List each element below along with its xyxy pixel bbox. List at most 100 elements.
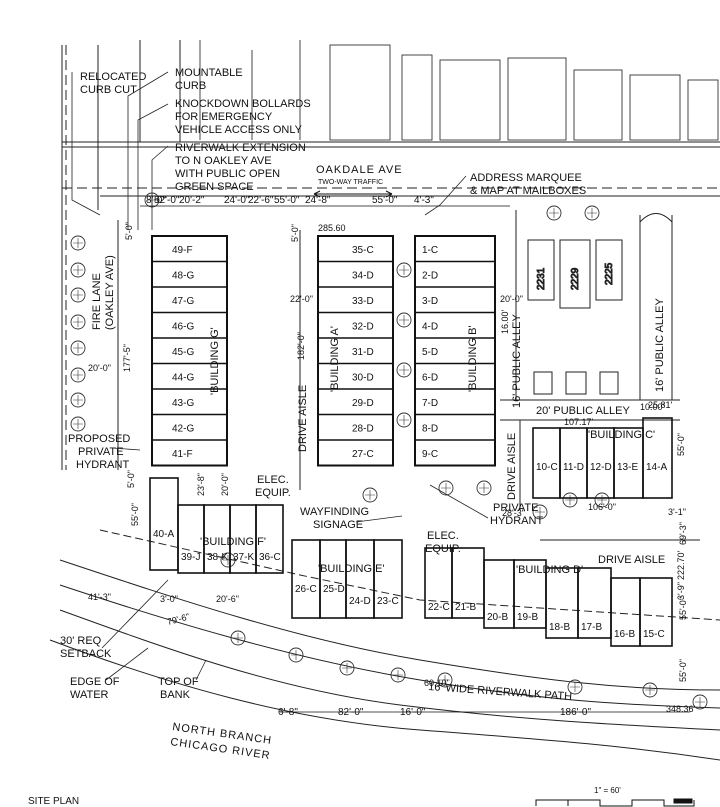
dimension-label: 20'-0" <box>500 294 523 304</box>
tree-icon <box>396 312 412 328</box>
building-c-name: 'BUILDING C' <box>588 429 655 441</box>
dimension-label: 55'-0" <box>676 433 686 456</box>
building-outline <box>151 235 228 467</box>
unit-label: 19-B <box>517 612 538 623</box>
tree-icon <box>70 416 86 432</box>
dimension-label: 285.60 <box>318 223 346 233</box>
note-mountable-curb: MOUNTABLE <box>175 67 243 79</box>
tree-branch <box>695 697 705 707</box>
tree-branch <box>365 490 375 500</box>
unit-label: 39-J <box>181 552 200 563</box>
tree-branch <box>587 208 597 218</box>
unit-label: 25-D <box>323 584 345 595</box>
unit-label: 22-C <box>428 602 450 613</box>
tree-icon <box>70 314 86 330</box>
unit-label: 8-D <box>422 423 438 434</box>
building-a: 35-C34-D33-D32-D31-D30-D29-D28-D27-C <box>317 235 394 467</box>
unit-outline <box>373 539 403 619</box>
public-alley-label: 16' PUBLIC ALLEY <box>511 314 523 408</box>
street-lines <box>61 40 720 541</box>
unit-label: 44-G <box>172 372 194 383</box>
unit-label: 5-D <box>422 347 438 358</box>
legend-scale: 1" = 60' <box>594 786 621 795</box>
tree-branch <box>73 238 83 248</box>
dimension-label: 55'-0" <box>274 195 300 206</box>
building-g: 49-F48-G47-G46-G45-G44-G43-G42-G41-F <box>151 235 228 467</box>
unit-label: 43-G <box>172 398 194 409</box>
dimension-label: 106'-0" <box>588 502 616 512</box>
unit-label: 40-A <box>153 529 174 540</box>
building-outline <box>317 235 394 467</box>
note-address-marquee: ADDRESS MARQUEE <box>470 172 582 184</box>
unit-label: 46-G <box>172 321 194 332</box>
tree-branch <box>73 370 83 380</box>
tree-branch <box>233 633 243 643</box>
unit-label: 1-C <box>422 245 438 256</box>
building-b: 1-C2-D3-D4-D5-D6-D7-D8-D9-C <box>414 235 496 467</box>
tree-icon <box>70 392 86 408</box>
dimension-label: 107.17' <box>564 417 594 427</box>
tree-icon <box>546 205 562 221</box>
tree-icon <box>567 679 583 695</box>
dimension-label: 52'-0" <box>154 195 180 206</box>
unit-label: 16-B <box>614 629 635 640</box>
fire-lane-label: FIRE LANE <box>91 273 103 330</box>
dimension-label: 28'-3" <box>502 508 525 518</box>
building-a-name: 'BUILDING A' <box>329 326 341 392</box>
dimension-label: 8'-0" <box>146 195 166 206</box>
tree-branch <box>645 685 655 695</box>
note-knockdown-bollards: KNOCKDOWN BOLLARDS <box>175 98 311 110</box>
tree-icon <box>437 672 453 688</box>
note-knockdown-bollards-2: FOR EMERGENCY <box>175 111 273 123</box>
tree-branch <box>73 290 83 300</box>
dimension-label: 186'-0" <box>560 707 591 718</box>
home-number: 2229 <box>570 267 581 290</box>
riverwalk-curves <box>49 529 720 761</box>
note-address-marquee-2: & MAP AT MAILBOXES <box>470 185 586 197</box>
building-outline <box>414 235 496 467</box>
tree-icon <box>562 492 578 508</box>
unit-label: 21-B <box>455 602 476 613</box>
dimension-label: 20'-2" <box>179 195 205 206</box>
tree-icon <box>362 487 378 503</box>
note-riverwalk-extension-3: WITH PUBLIC OPEN <box>175 168 280 180</box>
public-alley-label: 16' PUBLIC ALLEY <box>654 298 666 392</box>
note-setback-2: SETBACK <box>60 648 112 660</box>
unit-outline <box>255 504 284 574</box>
dimension-label: 41'-3" <box>88 592 111 602</box>
unit-label: 18-B <box>549 622 570 633</box>
tree-branch <box>535 507 545 517</box>
dimension-label: 3'-0" <box>160 594 178 604</box>
note-elec-equip-2: ELEC. <box>427 530 459 542</box>
tree-branch <box>223 555 233 565</box>
drive-aisle-label: DRIVE AISLE <box>297 385 309 452</box>
dimension-label: 20'-6" <box>216 594 239 604</box>
unit-label: 45-G <box>172 347 194 358</box>
unit-label: 30-D <box>352 372 374 383</box>
note-riverwalk-extension-2: TO N OAKLEY AVE <box>175 155 272 167</box>
dimension-label: 182'-0" <box>296 332 306 360</box>
trees <box>70 192 708 710</box>
note-knockdown-bollards-3: VEHICLE ACCESS ONLY <box>175 124 303 136</box>
note-wayfinding-2: SIGNAGE <box>313 519 363 531</box>
dimension-label: 177'-5" <box>122 344 132 372</box>
note-proposed-hydrant-3: HYDRANT <box>76 459 129 471</box>
tree-icon <box>230 630 246 646</box>
fire-lane-label-2: (OAKLEY AVE) <box>104 255 116 330</box>
unit-label: 3-D <box>422 296 438 307</box>
home-2231 <box>527 239 555 301</box>
legend-title: SITE PLAN <box>28 796 79 807</box>
building-b-name: 'BUILDING B' <box>467 325 479 392</box>
dimension-label: 348.36' <box>666 704 696 714</box>
unit-label: 6-D <box>422 372 438 383</box>
tree-branch <box>479 483 489 493</box>
tree-branch <box>291 650 301 660</box>
note-riverwalk-extension: RIVERWALK EXTENSION <box>175 142 306 154</box>
note-elec-equip-1: ELEC. <box>257 474 289 486</box>
tree-branch <box>597 495 607 505</box>
unit-label: 33-D <box>352 296 374 307</box>
note-elec-equip-1b: EQUIP. <box>255 487 291 499</box>
dimension-label: 55'-0" <box>678 659 688 682</box>
